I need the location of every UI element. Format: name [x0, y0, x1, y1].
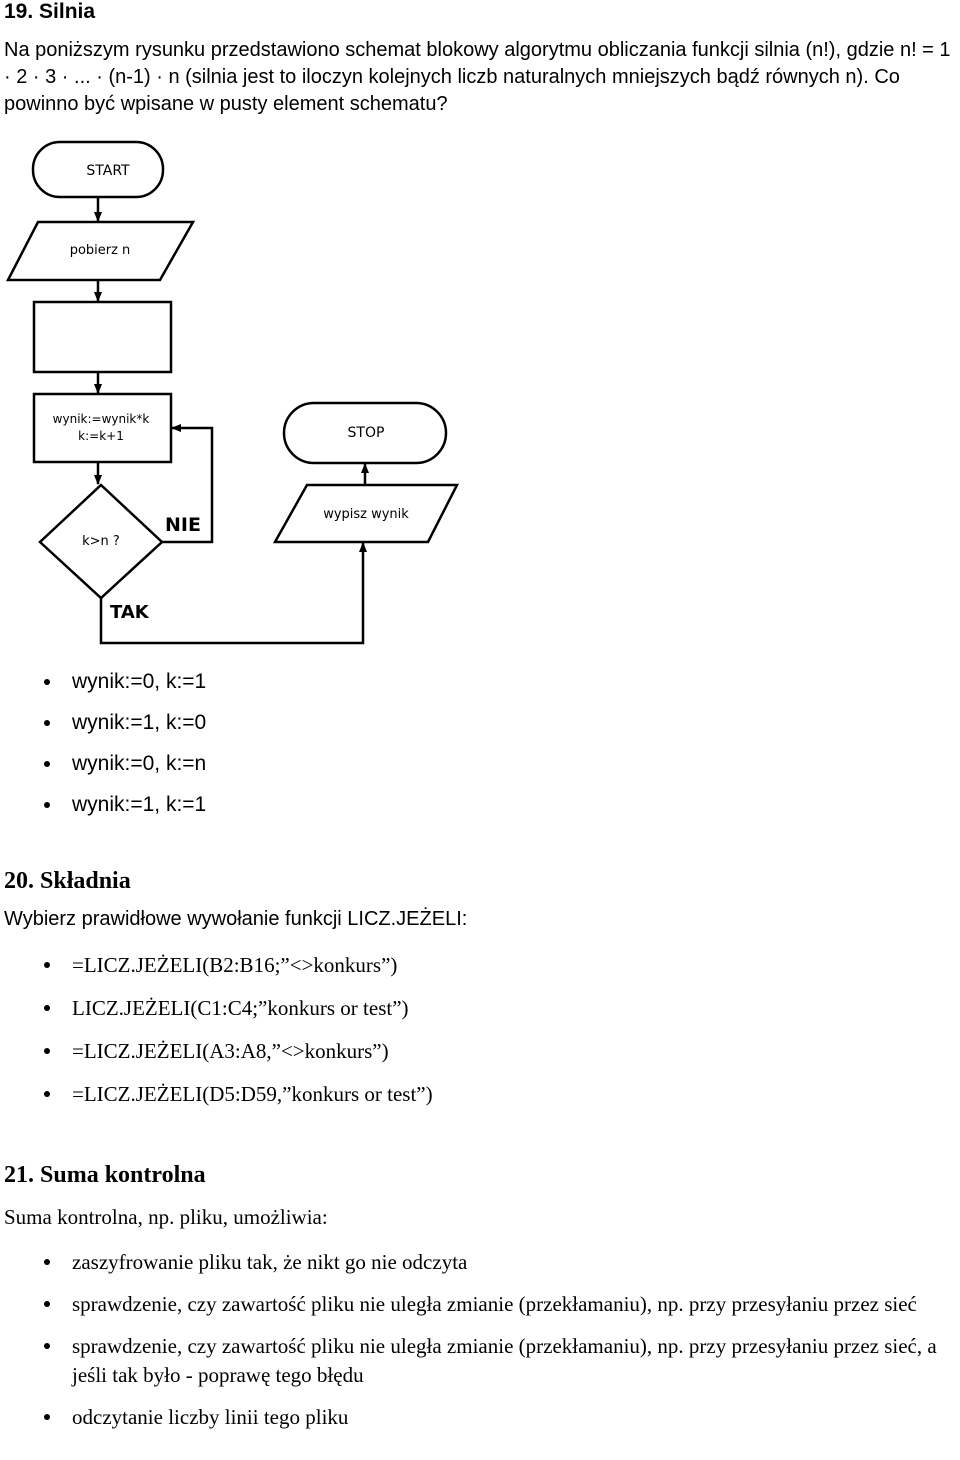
option-21-d[interactable]: odczytanie liczby linii tego pliku [0, 1403, 960, 1432]
option-19-a[interactable]: wynik:=0, k:=1 [0, 668, 960, 709]
option-21-b[interactable]: sprawdzenie, czy zawartość pliku nie ule… [0, 1290, 960, 1319]
loop-process-block [32, 392, 173, 464]
process-label-line2: k:=k+1 [78, 429, 124, 443]
process-label-line1: wynik:=wynik*k [53, 412, 150, 426]
stop-label: STOP [348, 425, 385, 441]
option-20-d[interactable]: =LICZ.JEŻELI(D5:D59,”konkurs or test”) [0, 1080, 960, 1123]
yes-branch-label: TAK [110, 602, 150, 623]
flowchart-diagram: START pobierz n wynik:=wynik*k k:=k+1 k>… [5, 140, 460, 645]
option-19-c[interactable]: wynik:=0, k:=n [0, 750, 960, 791]
question-19-intro: Na poniższym rysunku przedstawiono schem… [4, 39, 951, 115]
option-19-d[interactable]: wynik:=1, k:=1 [0, 791, 960, 832]
no-branch-label: NIE [165, 514, 201, 536]
output-label: wypisz wynik [323, 507, 409, 522]
question-20-prompt: Wybierz prawidłowe wywołanie funkcji LIC… [4, 908, 468, 930]
option-20-b[interactable]: LICZ.JEŻELI(C1:C4;”konkurs or test”) [0, 994, 960, 1037]
input-label: pobierz n [70, 243, 131, 258]
option-19-b[interactable]: wynik:=1, k:=0 [0, 709, 960, 750]
empty-process-block [32, 300, 173, 374]
output-parallelogram [272, 483, 460, 544]
question-19-title: 19. Silnia [4, 0, 96, 23]
decision-label: k>n ? [82, 534, 120, 549]
option-20-a[interactable]: =LICZ.JEŻELI(B2:B16;”<>konkurs”) [0, 951, 960, 994]
arrow-yes-to-output [99, 542, 367, 645]
arrow-no-loop [162, 424, 214, 544]
question-21-prompt: Suma kontrolna, np. pliku, umożliwia: [4, 1205, 328, 1229]
question-19-options: wynik:=0, k:=1 wynik:=1, k:=0 wynik:=0, … [0, 668, 960, 832]
option-20-c[interactable]: =LICZ.JEŻELI(A3:A8,”<>konkurs”) [0, 1037, 960, 1080]
question-20-title: 20. Składnia [4, 868, 131, 894]
option-21-a[interactable]: zaszyfrowanie pliku tak, że nikt go nie … [0, 1248, 960, 1277]
option-21-c[interactable]: sprawdzenie, czy zawartość pliku nie ule… [0, 1332, 960, 1390]
question-20-options: =LICZ.JEŻELI(B2:B16;”<>konkurs”) LICZ.JE… [0, 951, 960, 1123]
start-label: START [86, 163, 130, 179]
question-21-title: 21. Suma kontrolna [4, 1162, 206, 1188]
question-21-options: zaszyfrowanie pliku tak, że nikt go nie … [0, 1248, 960, 1445]
input-parallelogram [5, 220, 196, 282]
